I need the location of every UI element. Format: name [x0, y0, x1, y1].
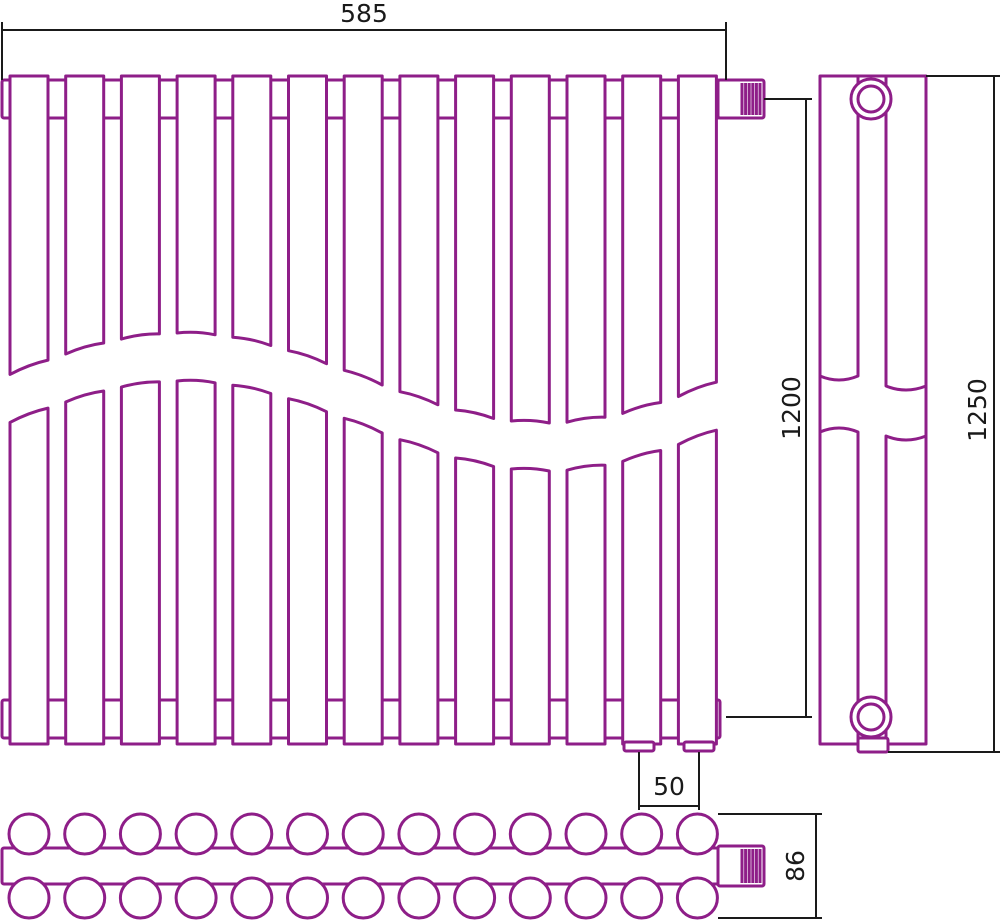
front-tube-sections — [8, 74, 718, 746]
side-top-connection — [849, 77, 893, 121]
top-tube-back-5 — [230, 876, 274, 920]
tube-upper-6 — [287, 74, 328, 366]
front-view — [0, 74, 766, 753]
top-tube-back-1 — [7, 876, 51, 920]
tube-upper-2 — [64, 74, 106, 356]
tube-upper-4 — [175, 74, 217, 337]
tube-upper-11 — [565, 74, 607, 424]
top-view-tubes — [7, 812, 719, 920]
top-tube-back-13 — [675, 876, 719, 920]
top-tube-back-12 — [620, 876, 664, 920]
tube-lower-6 — [287, 397, 328, 746]
top-view-plug — [716, 844, 766, 888]
top-tube-back-10 — [508, 876, 552, 920]
dimension-label-depth: 86 — [781, 850, 810, 882]
dimension-connection-spacing: 50 — [638, 752, 700, 810]
top-tube-front-5 — [230, 812, 274, 856]
dimension-label-spacing: 50 — [653, 772, 685, 801]
tube-upper-5 — [231, 74, 273, 347]
tube-lower-10 — [509, 466, 551, 746]
side-view — [818, 74, 928, 754]
dimension-label-height: 1250 — [963, 378, 992, 442]
tube-lower-5 — [231, 383, 273, 746]
top-tube-front-13 — [675, 812, 719, 856]
dimension-axis-distance: 1200 — [726, 98, 812, 718]
top-tube-front-11 — [564, 812, 608, 856]
top-tube-back-2 — [63, 876, 107, 920]
top-tube-front-1 — [7, 812, 51, 856]
tube-upper-8 — [398, 74, 440, 407]
top-tube-front-7 — [341, 812, 385, 856]
top-view — [0, 812, 766, 920]
dimension-overall-width: 585 — [1, 0, 727, 80]
top-right-plug — [716, 78, 766, 120]
tube-upper-3 — [119, 74, 161, 341]
dimension-label-width: 585 — [340, 0, 388, 28]
top-tube-front-6 — [286, 812, 329, 856]
tube-lower-7 — [342, 416, 384, 746]
top-tube-back-9 — [453, 876, 497, 920]
tube-upper-13 — [676, 74, 718, 398]
top-tube-back-8 — [397, 876, 441, 920]
tube-upper-7 — [342, 74, 384, 387]
top-tube-back-7 — [341, 876, 385, 920]
top-tube-back-11 — [564, 876, 608, 920]
tube-lower-13 — [676, 428, 718, 746]
side-bottom-connection — [849, 695, 893, 754]
top-tube-front-3 — [118, 812, 162, 856]
bottom-connection-right — [682, 740, 716, 753]
top-tube-front-2 — [63, 812, 107, 856]
tube-lower-11 — [565, 463, 607, 746]
top-tube-back-4 — [174, 876, 218, 920]
tube-upper-12 — [621, 74, 663, 415]
tube-upper-1 — [8, 74, 50, 376]
tube-lower-8 — [398, 438, 440, 746]
top-tube-front-4 — [174, 812, 218, 856]
tube-upper-9 — [454, 74, 496, 420]
tube-lower-12 — [621, 449, 663, 746]
tube-lower-4 — [175, 378, 217, 746]
top-tube-back-6 — [286, 876, 329, 920]
dimension-overall-height: 1250 — [888, 75, 1000, 753]
tube-lower-3 — [119, 380, 161, 746]
tube-upper-10 — [509, 74, 551, 425]
bottom-connection-left — [622, 740, 656, 753]
tube-lower-1 — [8, 406, 50, 746]
top-tube-back-3 — [118, 876, 162, 920]
tube-lower-9 — [454, 456, 496, 746]
top-tube-front-9 — [453, 812, 497, 856]
top-tube-front-10 — [508, 812, 552, 856]
top-tube-front-12 — [620, 812, 664, 856]
top-tube-front-8 — [397, 812, 441, 856]
dimension-label-axis: 1200 — [777, 376, 806, 440]
dimension-depth: 86 — [718, 813, 822, 919]
tube-lower-2 — [64, 389, 106, 746]
